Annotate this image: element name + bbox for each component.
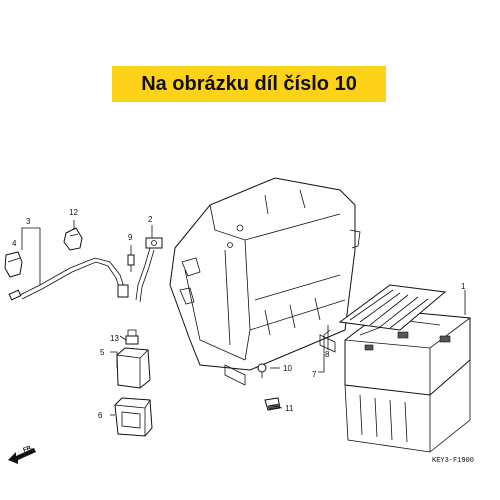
callout-2: 2 — [148, 215, 153, 224]
terminal-cover — [4, 251, 23, 278]
callout-3: 3 — [26, 217, 31, 226]
clip — [264, 397, 281, 411]
battery-box — [169, 177, 361, 386]
leader-lines — [21, 220, 466, 416]
diagram-code: KEY3-F1900 — [432, 457, 474, 465]
callout-5: 5 — [100, 348, 105, 357]
callout-7: 7 — [312, 370, 317, 379]
front-direction-label: FR. — [23, 445, 35, 454]
clamp — [63, 227, 83, 251]
callout-11: 11 — [285, 404, 294, 413]
callout-6: 6 — [98, 411, 103, 420]
callout-8: 8 — [325, 350, 330, 359]
callout-4: 4 — [12, 239, 17, 248]
callout-9: 9 — [128, 233, 133, 242]
callout-10: 10 — [283, 364, 292, 373]
battery-pad — [338, 284, 447, 331]
callout-13: 13 — [110, 334, 119, 343]
highlight-banner: Na obrázku díl číslo 10 — [112, 66, 386, 102]
callout-1: 1 — [461, 282, 466, 291]
battery-cables — [8, 237, 163, 303]
callout-12: 12 — [69, 208, 78, 217]
callout-labels: 1 2 3 4 5 6 7 8 9 10 11 12 13 — [12, 208, 466, 420]
battery — [344, 309, 471, 453]
front-direction-arrow-icon — [8, 448, 36, 464]
starter-relay — [114, 329, 153, 437]
